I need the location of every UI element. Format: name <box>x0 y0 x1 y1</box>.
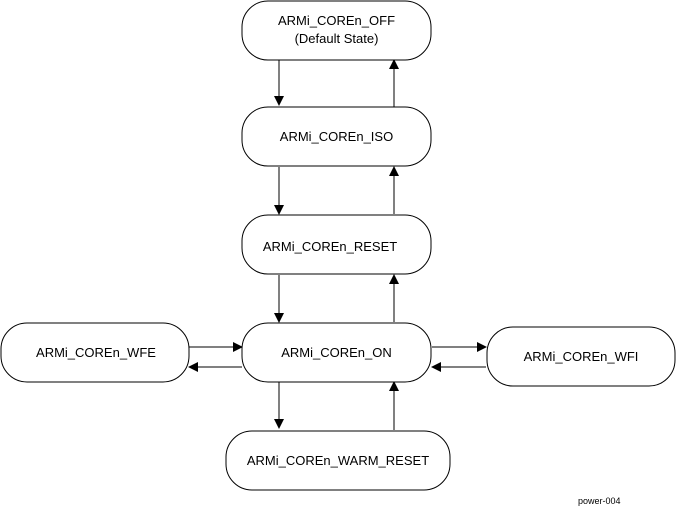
state-warm-reset-label: ARMi_COREn_WARM_RESET <box>247 453 429 468</box>
state-iso: ARMi_COREn_ISO <box>241 106 432 167</box>
state-reset-label: ARMi_COREn_RESET <box>263 239 397 254</box>
state-wfi: ARMi_COREn_WFI <box>486 326 676 387</box>
state-wfe-label: ARMi_COREn_WFE <box>36 345 156 360</box>
figure-id: power-004 <box>578 496 621 506</box>
state-warm-reset: ARMi_COREn_WARM_RESET <box>225 430 451 491</box>
state-on: ARMi_COREn_ON <box>241 322 432 383</box>
transitions <box>188 59 487 430</box>
state-wfi-label: ARMi_COREn_WFI <box>524 349 639 364</box>
state-iso-label: ARMi_COREn_ISO <box>280 129 393 144</box>
state-wfe: ARMi_COREn_WFE <box>0 322 190 383</box>
state-on-label: ARMi_COREn_ON <box>281 345 392 360</box>
state-off-label: ARMi_COREn_OFF <box>278 13 395 28</box>
state-off-sublabel: (Default State) <box>295 31 379 46</box>
state-off: ARMi_COREn_OFF (Default State) <box>241 0 432 61</box>
state-reset: ARMi_COREn_RESET <box>241 214 432 275</box>
